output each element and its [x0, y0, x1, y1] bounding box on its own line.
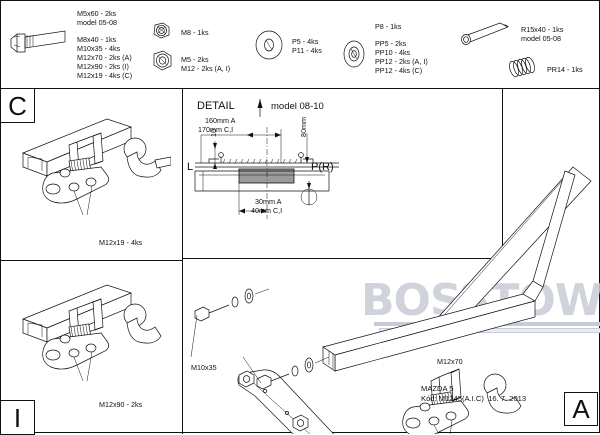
bolt-spec-m12x70: M12x70 - 2ks (A) [77, 53, 132, 62]
detail-section-drawing [194, 127, 339, 219]
detail-dim-top-ci: 170mm C,I [198, 125, 234, 134]
detail-dim-bottom-a: 30mm A [255, 197, 282, 206]
title-code: Kód: M1245(A.I.C) 16. 7. 2013 [421, 394, 527, 403]
main-assembly-drawing [190, 166, 592, 434]
spring-washer-icon [343, 40, 365, 68]
detail-box: DETAIL model 08-10 160mm A 170mm C,I 10 … [183, 89, 503, 259]
panel-i-letter-box: I [0, 400, 35, 435]
main-callout-bolts: M10x35 [191, 363, 217, 372]
panel-c-letter-box: C [0, 88, 35, 123]
bolt-spec-text: M5x60 - 2ks [77, 9, 117, 18]
detail-model: model 08-10 [271, 101, 324, 112]
main-callout-ball: M12x70 [437, 357, 463, 366]
spring-washer-spec-pp12a: PP12 - 2ks (A, I) [375, 57, 428, 66]
main-drawing-column: DETAIL model 08-10 160mm A 170mm C,I 10 … [183, 89, 600, 434]
hex-nut-icon [153, 50, 172, 71]
panel-i: M12x90 - 2ks I [0, 261, 183, 435]
detail-title: DETAIL [197, 100, 235, 112]
panel-c: C [0, 88, 183, 261]
detail-label-left: L [187, 161, 194, 173]
flat-washer-icon [255, 30, 283, 60]
washer-plain-spec-p8: P8 - 1ks [375, 22, 402, 31]
panel-c-letter: C [8, 90, 27, 121]
nut-large-spec-m5: M5 - 2ks [181, 55, 209, 64]
center-axis-arrow [257, 99, 263, 117]
panel-c-callout: M12x19 - 4ks [98, 238, 143, 248]
spring-washer-spec-pp5: PP5 - 2ks [375, 39, 407, 48]
lock-nut-icon [153, 22, 170, 39]
spring-washer-spec-pp12c: PP12 - 4ks (C) [375, 66, 423, 75]
spacer-tube-spec: R15x40 - 1ks [521, 25, 564, 34]
title-block: MAZDA 5 Kód: M1245(A.I.C) 16. 7. 2013 [421, 384, 600, 434]
title-vehicle: MAZDA 5 [421, 384, 454, 393]
detail-dim-top-a: 160mm A [205, 116, 236, 125]
spacer-tube-icon [461, 22, 509, 45]
bolt-model-text: model 05-08 [77, 18, 117, 27]
washer-flat-spec-p5: P5 - 4ks [292, 37, 319, 46]
spring-washer-spec-pp10: PP10 - 4ks [375, 48, 411, 57]
bolt-spec-m12x19: M12x19 - 4ks (C) [77, 71, 133, 80]
bolt-spec-m8: M8x40 - 1ks [77, 35, 117, 44]
washer-flat-spec-p11: P11 - 4ks [292, 46, 322, 55]
parts-list-row: M5x60 - 2ks model 05-08 M8x40 - 1ks M10x… [1, 1, 600, 89]
sheet-letter: A [572, 394, 590, 424]
coil-spring-icon [509, 56, 535, 78]
detail-dim-bottom-ci: 40mm C,I [251, 206, 283, 215]
hex-bolt-icon [10, 30, 66, 53]
coil-spring-spec: PR14 - 1ks [547, 65, 583, 74]
nut-large-spec-m12: M12 - 2ks (A, I) [181, 64, 231, 73]
towbar-detail-c-drawing [22, 118, 171, 216]
left-detail-column: C [0, 88, 183, 435]
nut-small-spec: M8 - 1ks [181, 28, 209, 37]
towbar-detail-i-drawing [22, 284, 162, 382]
bolt-spec-m10: M10x35 - 4ks [77, 44, 121, 53]
panel-i-letter: I [13, 402, 22, 433]
spacer-tube-model: model 05-08 [521, 34, 561, 43]
sheet-letter-box: A [564, 392, 598, 426]
panel-i-callout: M12x90 - 2ks [98, 400, 143, 410]
bolt-spec-m12x90: M12x90 - 2ks (I) [77, 62, 129, 71]
